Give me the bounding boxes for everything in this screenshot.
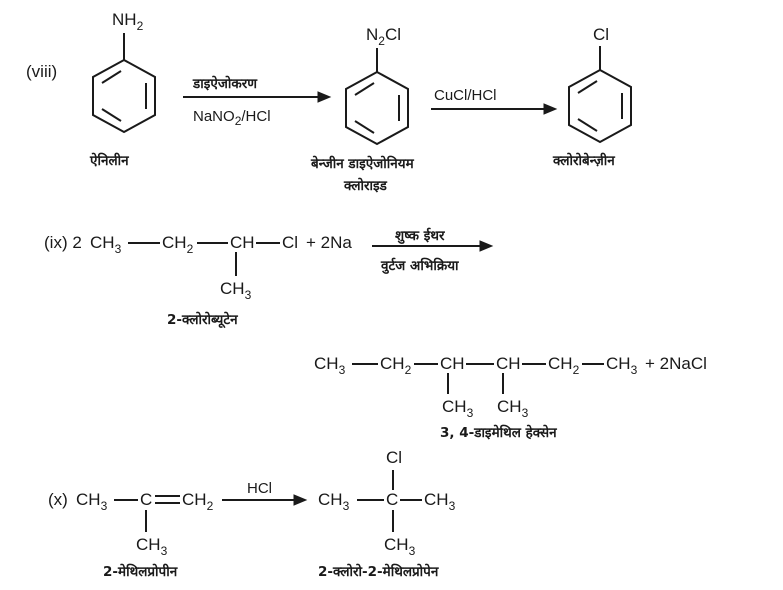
r9-ch: CH: [230, 233, 255, 252]
aniline-ring: [92, 58, 156, 134]
r10-ch3: CH3: [76, 490, 108, 513]
diazonium-ring: [345, 70, 409, 146]
r10-reactant: (x) CH3 C CH2 CH3: [48, 490, 214, 558]
dry-ether-label: शुष्क ईथर: [395, 227, 445, 244]
p-ch2-b: CH2: [548, 354, 580, 377]
chlorobenzene-name: क्लोरोबेन्ज़ीन: [552, 152, 615, 169]
diazonium-name-line2: क्लोराइड: [343, 177, 388, 194]
p-branch-ch3-b: CH3: [497, 397, 529, 420]
p10-ch3-right: CH3: [424, 490, 456, 513]
arrow-head: [543, 103, 558, 115]
p10-ch3-left: CH3: [318, 490, 350, 513]
chlorobenzene-structure: Cl: [568, 25, 632, 144]
plus-nacl: + 2NaCl: [645, 354, 707, 373]
r9-ch3: CH3: [90, 233, 122, 256]
aniline-double-bond: [101, 108, 122, 122]
r9-ch2: CH2: [162, 233, 194, 256]
arrow-head: [479, 240, 494, 252]
p-ch3-b: CH3: [606, 354, 638, 377]
r9-product: CH3 CH2 CH CH CH2 CH3 + 2NaCl CH3 CH3: [314, 354, 707, 420]
r10-label: (x): [48, 490, 68, 509]
diazonium-structure: N2Cl: [345, 25, 409, 146]
r9-reactant-name: 2-क्लोरोब्यूटेन: [167, 311, 238, 329]
wurtz-label: वुर्टज अभिक्रिया: [380, 257, 459, 274]
aniline-structure: NH2: [92, 10, 156, 134]
r10-product: Cl CH3 C CH3 CH3: [318, 448, 456, 558]
p-ch-b: CH: [496, 354, 521, 373]
r9-plus-na: + 2Na: [306, 233, 352, 252]
chlorobenzene-ring: [568, 68, 632, 144]
diazonium-name-line1: बेन्जीन डाइऐजोनियम: [310, 155, 415, 172]
r9-product-name: 3, 4-डाइमेथिल हेक्सेन: [440, 424, 557, 441]
r9-branch-ch3: CH3: [220, 279, 252, 302]
chloro-group: Cl: [593, 25, 609, 44]
p10-ch3-bottom: CH3: [384, 535, 416, 558]
p10-cl: Cl: [386, 448, 402, 467]
r10-ch2: CH2: [182, 490, 214, 513]
hcl-label: HCl: [247, 480, 272, 497]
diazotization-label: डाइऐजोकरण: [192, 75, 258, 92]
r10-c: C: [140, 490, 152, 509]
p-ch3: CH3: [314, 354, 346, 377]
r10-reactant-name: 2-मेथिलप्रोपीन: [103, 563, 178, 580]
p-branch-ch3-a: CH3: [442, 397, 474, 420]
p-ch-a: CH: [440, 354, 465, 373]
r9-cl: Cl: [282, 233, 298, 252]
aniline-name: ऐनिलीन: [89, 152, 129, 169]
p10-c: C: [386, 490, 398, 509]
r10-branch-ch3: CH3: [136, 535, 168, 558]
r9-arrow: शुष्क ईथर वुर्टज अभिक्रिया: [372, 227, 494, 274]
r9-reactant: (ix) 2 CH3 CH2 CH Cl CH3 + 2Na: [44, 233, 352, 302]
chlorobenzene-double-bond: [577, 118, 598, 132]
diazonium-group: N2Cl: [366, 25, 401, 48]
arrow-head: [293, 494, 308, 506]
r8-arrow-2: CuCl/HCl: [431, 87, 558, 115]
reagent-cucl-hcl: CuCl/HCl: [434, 87, 497, 104]
r9-label: (ix) 2: [44, 233, 82, 252]
p-ch2: CH2: [380, 354, 412, 377]
diazonium-double-bond: [354, 82, 375, 96]
arrow-head: [317, 91, 332, 103]
reagent-nano2-hcl: NaNO2/HCl: [193, 108, 271, 128]
r10-product-name: 2-क्लोरो-2-मेथिलप्रोपेन: [318, 563, 439, 580]
aniline-group: NH2: [112, 10, 144, 33]
r8-label: (viii): [26, 62, 57, 81]
diazonium-double-bond: [354, 120, 375, 134]
r10-arrow: HCl: [222, 480, 308, 506]
chlorobenzene-double-bond: [577, 80, 598, 94]
r8-arrow-1: डाइऐजोकरण NaNO2/HCl: [183, 75, 332, 128]
aniline-double-bond: [101, 70, 122, 84]
